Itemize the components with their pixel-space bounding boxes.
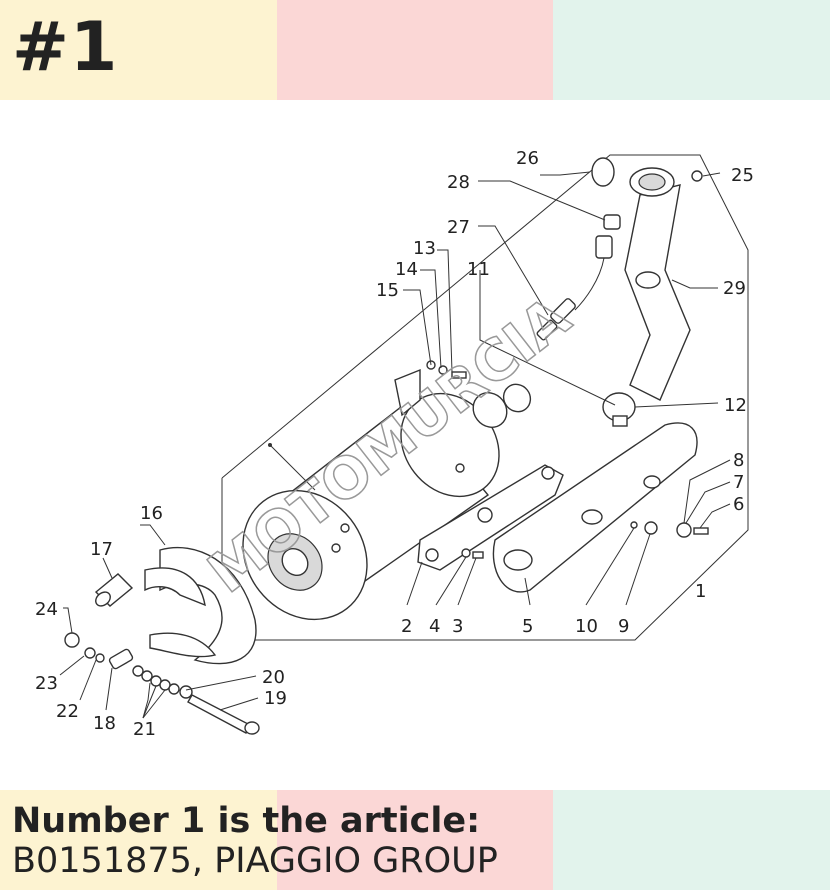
rubber-mount bbox=[144, 546, 257, 665]
footer-band bbox=[0, 790, 830, 890]
stripe-pink bbox=[276, 790, 554, 890]
callout-21: 21 bbox=[133, 719, 156, 740]
item-number-badge: #1 bbox=[12, 8, 119, 87]
callout-24: 24 bbox=[35, 599, 58, 620]
callout-28: 28 bbox=[447, 172, 470, 193]
sleeve-28 bbox=[603, 214, 621, 230]
callout-11: 11 bbox=[467, 259, 490, 280]
callout-2: 2 bbox=[401, 616, 412, 637]
callout-4: 4 bbox=[429, 616, 440, 637]
callout-9: 9 bbox=[618, 616, 629, 637]
exhaust-pipe bbox=[624, 167, 691, 401]
callout-15: 15 bbox=[376, 280, 399, 301]
callout-12: 12 bbox=[724, 395, 747, 416]
callout-22: 22 bbox=[56, 701, 79, 722]
callout-3: 3 bbox=[452, 616, 463, 637]
callout-18: 18 bbox=[93, 713, 116, 734]
callout-7: 7 bbox=[733, 472, 744, 493]
stripe-yellow bbox=[0, 790, 277, 890]
callout-14: 14 bbox=[395, 259, 418, 280]
callout-19: 19 bbox=[264, 688, 287, 709]
muffler-body bbox=[242, 368, 532, 621]
callout-13: 13 bbox=[413, 238, 436, 259]
callout-8: 8 bbox=[733, 450, 744, 471]
exploded-parts-diagram: MOTOMURCIA 26 25 28 27 13 14 11 15 29 12… bbox=[35, 148, 754, 740]
nut-25 bbox=[691, 170, 703, 182]
callout-25: 25 bbox=[731, 165, 754, 186]
callout-10: 10 bbox=[575, 616, 598, 637]
caption-title: Number 1 is the article: bbox=[12, 801, 481, 841]
header-band bbox=[0, 0, 830, 100]
clamp-12 bbox=[602, 392, 636, 427]
fasteners bbox=[426, 360, 709, 559]
callout-17: 17 bbox=[90, 539, 113, 560]
callout-1: 1 bbox=[695, 581, 706, 602]
callout-5: 5 bbox=[522, 616, 533, 637]
callout-20: 20 bbox=[262, 667, 285, 688]
callout-29: 29 bbox=[723, 278, 746, 299]
callout-26: 26 bbox=[516, 148, 539, 169]
callout-labels: 26 25 28 27 13 14 11 15 29 12 8 7 6 16 1… bbox=[35, 148, 754, 740]
oxygen-sensor bbox=[536, 235, 613, 341]
stripe-yellow bbox=[0, 0, 277, 100]
caption-article: B0151875, PIAGGIO GROUP bbox=[12, 841, 498, 881]
callout-6: 6 bbox=[733, 494, 744, 515]
callout-23: 23 bbox=[35, 673, 58, 694]
gasket-26 bbox=[591, 157, 615, 187]
callout-27: 27 bbox=[447, 217, 470, 238]
leader-lines bbox=[59, 171, 731, 719]
spacer-17 bbox=[94, 573, 134, 607]
heat-shield bbox=[492, 422, 698, 593]
mount-bracket bbox=[417, 464, 564, 571]
stripe-mint bbox=[553, 790, 830, 890]
stripe-pink bbox=[276, 0, 554, 100]
callout-16: 16 bbox=[140, 503, 163, 524]
stripe-mint bbox=[553, 0, 830, 100]
